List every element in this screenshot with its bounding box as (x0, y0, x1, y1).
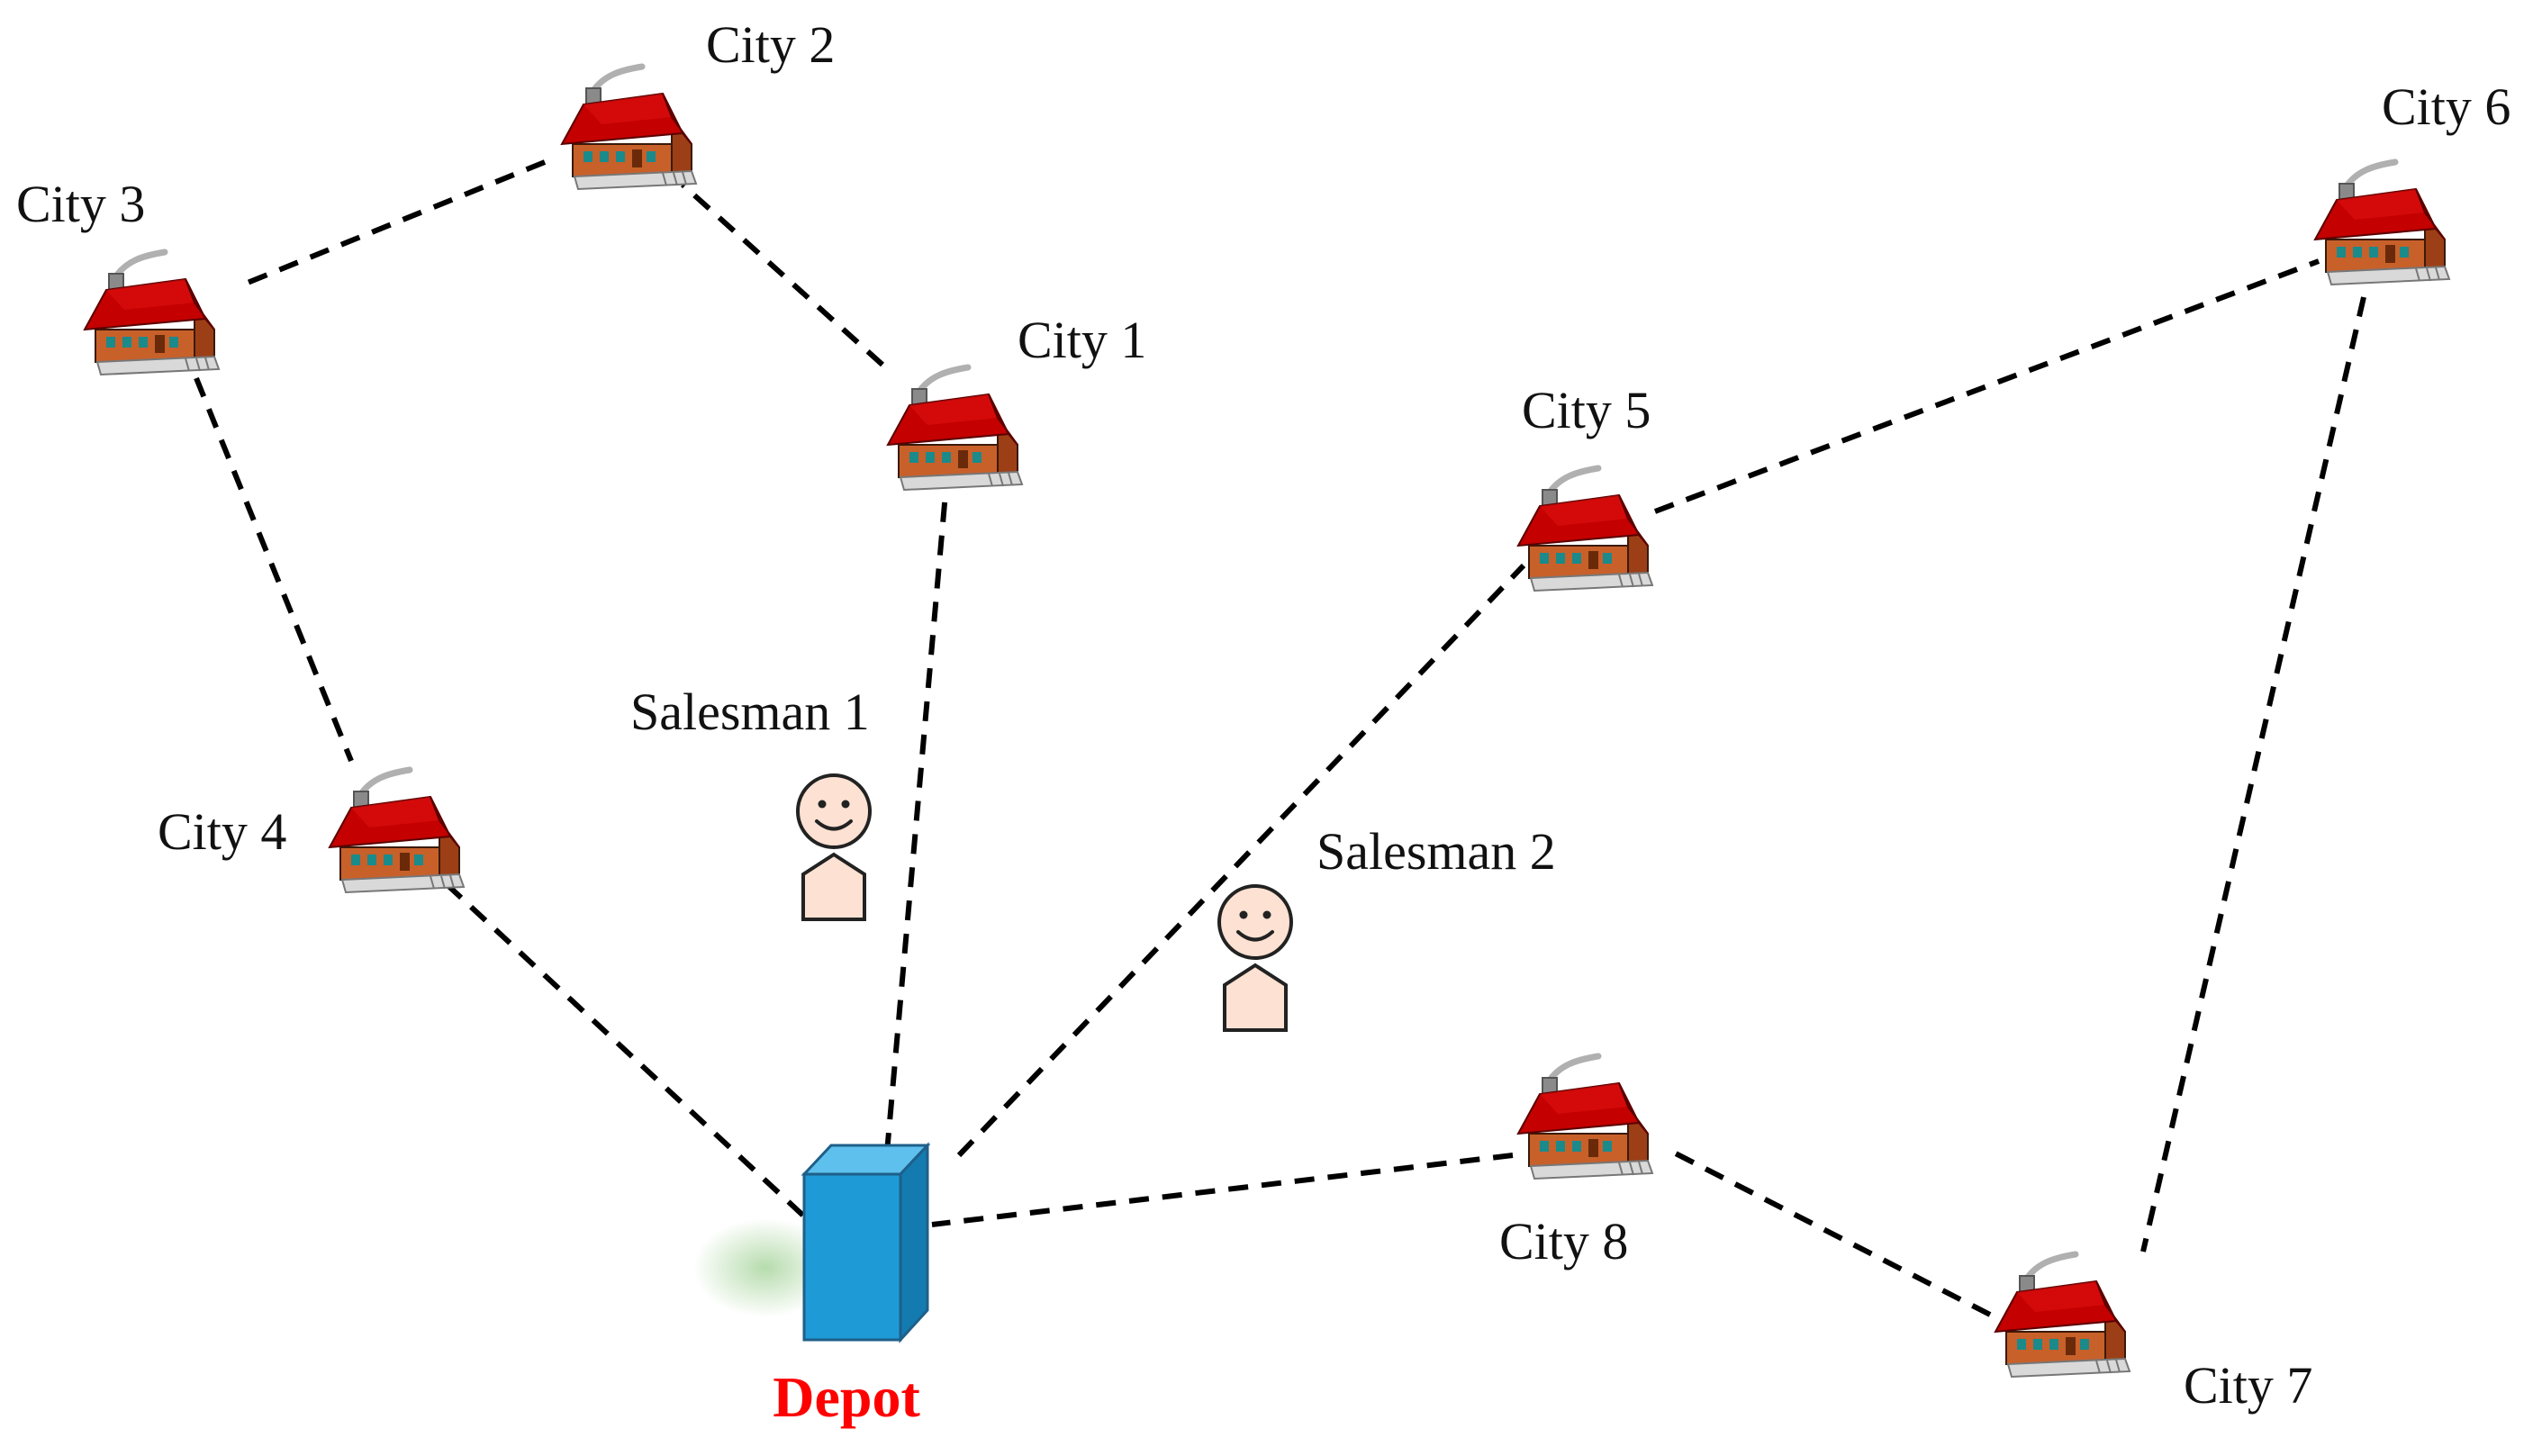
city-5: City 5 (1518, 381, 1652, 591)
city-label: City 6 (2382, 77, 2510, 136)
route-edge-city-4-depot (444, 882, 818, 1229)
person-icon (796, 773, 872, 921)
route-salesman-2 (931, 258, 2366, 1317)
route-edge-city-2-city-3 (237, 159, 547, 289)
city-label: City 1 (1018, 311, 1146, 369)
house-icon (2315, 162, 2449, 285)
city-label: City 3 (16, 175, 145, 233)
city-label: City 7 (2184, 1356, 2312, 1415)
depot-label: Depot (773, 1365, 920, 1429)
city-1: City 1 (888, 311, 1146, 490)
route-edge-city-5-city-6 (1653, 258, 2320, 514)
city-label: City 4 (158, 802, 286, 861)
route-edge-city-6-city-7 (2140, 296, 2366, 1253)
city-6: City 6 (2315, 77, 2510, 285)
salesman-label: Salesman 1 (630, 683, 870, 741)
salesman-label: Salesman 2 (1316, 822, 1556, 881)
depot-front-face (802, 1172, 902, 1342)
person-icon (1217, 884, 1293, 1032)
house-icon (562, 67, 696, 189)
depot: Depot (693, 1142, 931, 1429)
route-edge-city-3-city-4 (194, 376, 354, 763)
route-edge-depot-city-5 (956, 563, 1526, 1158)
route-edge-depot-city-1 (884, 493, 948, 1153)
city-2: City 2 (562, 15, 835, 189)
city-label: City 5 (1522, 381, 1651, 439)
route-edge-city-7-city-8 (1669, 1148, 1992, 1317)
city-4: City 4 (158, 770, 464, 892)
depot-side-face (899, 1142, 929, 1343)
city-label: City 2 (706, 15, 835, 74)
salesman-2: Salesman 2 (1217, 822, 1556, 1032)
house-icon (1518, 1056, 1652, 1179)
route-edge-city-1-city-2 (680, 182, 885, 367)
city-8: City 8 (1499, 1056, 1652, 1271)
city-3: City 3 (16, 175, 219, 375)
route-edge-city-8-depot (931, 1153, 1514, 1227)
house-icon (1995, 1254, 2130, 1377)
salesman-1: Salesman 1 (630, 683, 872, 921)
house-icon (85, 252, 219, 375)
house-icon (888, 367, 1022, 490)
city-7: City 7 (1995, 1254, 2312, 1415)
house-icon (330, 770, 464, 892)
house-icon (1518, 468, 1652, 591)
route-salesman-1 (194, 159, 948, 1229)
depot-shadow (693, 1218, 837, 1317)
city-label: City 8 (1499, 1212, 1628, 1271)
